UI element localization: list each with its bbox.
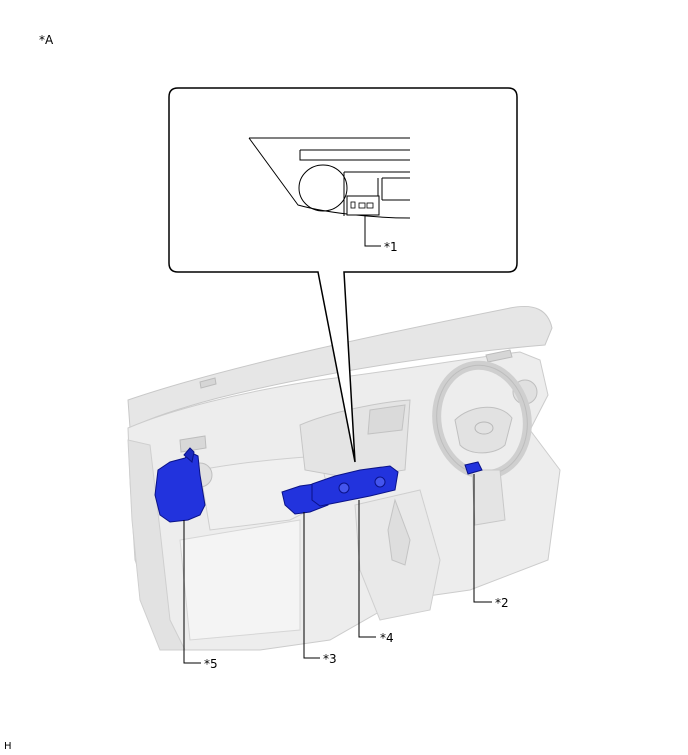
leader-2 xyxy=(473,474,492,603)
callout-4-label: *4 xyxy=(380,631,394,645)
callout-2-label: *2 xyxy=(495,596,509,610)
callout-3-label: *3 xyxy=(323,652,337,666)
leader-5 xyxy=(183,520,201,664)
view-label: *A xyxy=(39,33,54,47)
callout-1-label: *1 xyxy=(384,240,398,254)
figure-code: H xyxy=(4,741,12,752)
detail-callout xyxy=(168,87,518,463)
leader-4 xyxy=(358,500,376,638)
part-4-shape xyxy=(311,465,399,507)
leader-3 xyxy=(303,512,320,659)
leader-lines xyxy=(183,474,492,664)
part-1-switch xyxy=(346,195,380,216)
callout-5-label: *5 xyxy=(204,657,218,671)
part-5-shape xyxy=(154,451,206,523)
part-2-shape xyxy=(464,461,483,475)
highlighted-parts xyxy=(154,447,483,523)
